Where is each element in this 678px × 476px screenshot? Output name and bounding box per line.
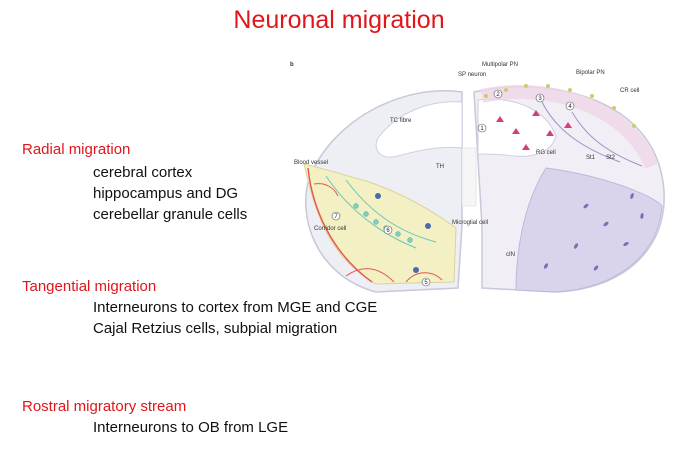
step-5-label: 5 xyxy=(424,280,428,286)
label-multipolar-pn: Multipolar PN xyxy=(482,62,518,68)
step-3-label: 3 xyxy=(538,96,542,102)
label-tc-fibre: TC fibre xyxy=(390,118,412,124)
step-1-label: 1 xyxy=(480,126,484,132)
item-cajal-retzius: Cajal Retzius cells, subpial migration xyxy=(93,320,338,337)
step-2-label: 2 xyxy=(496,92,500,98)
label-st2: St2 xyxy=(606,155,616,161)
cr-cells xyxy=(484,84,636,128)
label-blood-vessel-1: Blood vessel xyxy=(294,160,328,166)
step-4-label: 4 xyxy=(568,104,572,110)
item-hippocampus-dg: hippocampus and DG xyxy=(93,185,239,202)
blood-vessel-1 xyxy=(307,167,373,283)
step-7-label: 7 xyxy=(334,214,338,220)
rg-fibre-4 xyxy=(541,101,621,163)
label-cr-cell: CR cell xyxy=(620,88,639,94)
cortical-plate xyxy=(480,84,659,169)
panel-letter: b xyxy=(290,62,294,68)
step-6-label: 6 xyxy=(386,228,390,234)
label-rg-cell: RG cell xyxy=(536,150,556,156)
interneurons xyxy=(543,193,644,271)
blood-vessel-4 xyxy=(313,183,339,197)
label-th: TH xyxy=(436,164,444,170)
thalamus-region xyxy=(461,147,477,207)
microglial-cells xyxy=(375,193,431,273)
heading-tangential-migration: Tangential migration xyxy=(22,278,157,295)
brain-diagram: b xyxy=(290,62,665,293)
projection-neurons xyxy=(496,110,572,150)
heading-rostral-migratory-stream: Rostral migratory stream xyxy=(22,398,187,415)
label-sp-neuron: SP neuron xyxy=(458,72,486,78)
slide-title: Neuronal migration xyxy=(233,6,445,34)
blood-vessel-2 xyxy=(345,268,395,283)
step-markers: 1 2 3 4 5 6 7 xyxy=(331,89,575,287)
label-bipolar-pn: Bipolar PN xyxy=(576,70,605,76)
item-interneurons-ob: Interneurons to OB from LGE xyxy=(93,419,289,436)
item-cerebellar-granule: cerebellar granule cells xyxy=(93,206,248,223)
heading-radial-migration: Radial migration xyxy=(22,141,131,158)
rg-fibre-1 xyxy=(325,175,417,249)
label-cin: cIN xyxy=(506,252,515,258)
rg-fibre-3 xyxy=(571,111,643,167)
right-purple-region xyxy=(515,167,663,293)
label-st1: St1 xyxy=(586,155,596,161)
brain-section-illustration: b xyxy=(286,56,678,300)
item-cerebral-cortex: cerebral cortex xyxy=(93,164,193,181)
label-corridor-cell: Corridor cell xyxy=(314,226,346,232)
label-microglial-cell: Microglial cell xyxy=(452,220,488,226)
rg-fibre-2 xyxy=(345,179,437,243)
blood-vessel-3 xyxy=(405,272,443,283)
item-interneurons-cortex: Interneurons to cortex from MGE and CGE xyxy=(93,299,378,316)
left-inner-lobe xyxy=(375,101,463,158)
